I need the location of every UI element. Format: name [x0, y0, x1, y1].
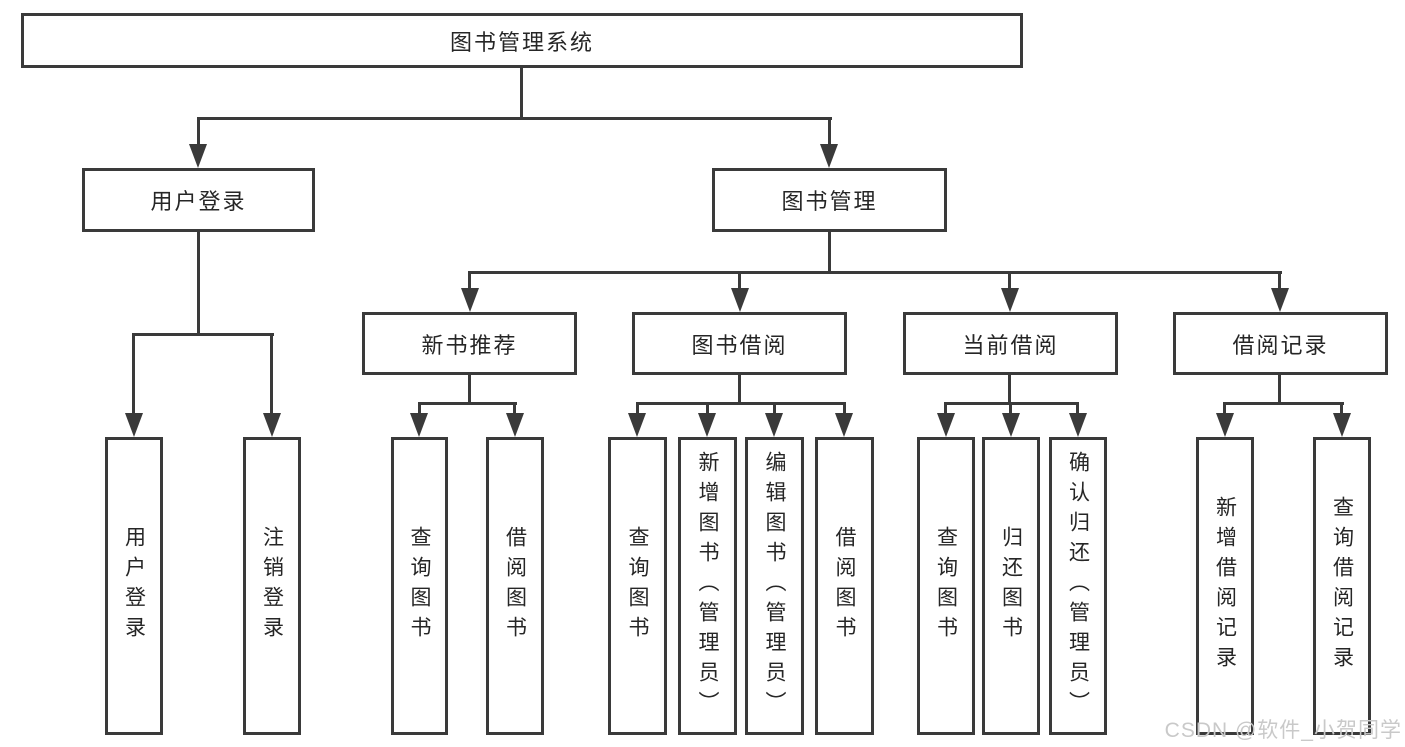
node-label: 编辑图书（管理员）: [763, 451, 786, 721]
arrow-down-icon: [835, 413, 853, 437]
connector-line: [520, 68, 523, 119]
arrow-down-icon: [698, 413, 716, 437]
connector-line: [738, 373, 741, 405]
node-label: 查询借阅记录: [1330, 496, 1354, 676]
leaf-confirm-return-admin: 确认归还（管理员）: [1049, 437, 1107, 735]
connector-line: [1008, 373, 1011, 405]
leaf-edit-book-admin: 编辑图书（管理员）: [745, 437, 804, 735]
connector-line: [636, 402, 846, 405]
connector-line: [1278, 373, 1281, 405]
node-label: 查询图书: [626, 526, 649, 646]
node-new-book-recommendation: 新书推荐: [362, 312, 577, 375]
arrow-down-icon: [1333, 413, 1351, 437]
arrow-down-icon: [461, 288, 479, 312]
leaf-user-login: 用户登录: [105, 437, 163, 735]
connector-line: [132, 333, 274, 336]
arrow-down-icon: [937, 413, 955, 437]
connector-line: [1278, 271, 1281, 290]
node-label: 查询图书: [934, 526, 958, 646]
connector-line: [468, 373, 471, 405]
connector-line: [468, 271, 1282, 274]
node-label: 新增图书（管理员）: [696, 451, 719, 721]
node-user-login: 用户登录: [82, 168, 315, 232]
connector-line: [1340, 402, 1343, 415]
leaf-query-books-recommend: 查询图书: [391, 437, 448, 735]
connector-line: [843, 402, 846, 415]
watermark: CSDN @软件_小贺同学: [1164, 719, 1402, 742]
leaf-query-books-current: 查询图书: [917, 437, 975, 735]
arrow-down-icon: [410, 413, 428, 437]
arrow-down-icon: [820, 144, 838, 168]
connector-line: [944, 402, 947, 415]
connector-line: [828, 232, 831, 274]
node-label: 用户登录: [150, 189, 247, 214]
leaf-borrow-books-recommend: 借阅图书: [486, 437, 544, 735]
connector-line: [828, 117, 831, 146]
connector-line: [1009, 402, 1012, 415]
arrow-down-icon: [125, 413, 143, 437]
leaf-query-borrow-record: 查询借阅记录: [1313, 437, 1371, 735]
node-label: 图书管理: [781, 189, 878, 214]
connector-line: [132, 333, 135, 414]
connector-line: [773, 402, 776, 415]
connector-line: [1223, 402, 1344, 405]
node-current-borrowing: 当前借阅: [903, 312, 1118, 375]
leaf-return-book: 归还图书: [982, 437, 1040, 735]
connector-line: [197, 232, 200, 336]
leaf-add-borrow-record: 新增借阅记录: [1196, 437, 1254, 735]
node-label: 借阅图书: [503, 526, 527, 646]
connector-line: [738, 271, 741, 290]
arrow-down-icon: [1271, 288, 1289, 312]
node-label: 图书借阅: [691, 332, 788, 358]
node-label: 借阅记录: [1232, 332, 1329, 358]
node-label: 新增借阅记录: [1213, 496, 1237, 676]
node-label: 图书管理系统: [449, 29, 594, 55]
node-library-system: 图书管理系统: [21, 13, 1023, 68]
connector-line: [418, 402, 421, 415]
node-label: 用户登录: [122, 526, 146, 646]
arrow-down-icon: [1001, 288, 1019, 312]
connector-line: [1076, 402, 1079, 415]
node-borrowing-records: 借阅记录: [1173, 312, 1388, 375]
arrow-down-icon: [1069, 413, 1087, 437]
connector-line: [636, 402, 639, 415]
connector-line: [270, 333, 273, 414]
node-label: 新书推荐: [421, 332, 518, 358]
leaf-query-books-borrowing: 查询图书: [608, 437, 667, 735]
leaf-logout: 注销登录: [243, 437, 301, 735]
arrow-down-icon: [628, 413, 646, 437]
leaf-add-book-admin: 新增图书（管理员）: [678, 437, 737, 735]
node-label: 归还图书: [999, 526, 1023, 646]
arrow-down-icon: [263, 413, 281, 437]
node-label: 注销登录: [260, 526, 284, 646]
arrow-down-icon: [189, 144, 207, 168]
node-label: 查询图书: [408, 526, 431, 646]
arrow-down-icon: [765, 413, 783, 437]
node-label: 借阅图书: [833, 526, 856, 646]
connector-line: [1008, 271, 1011, 290]
connector-line: [1223, 402, 1226, 415]
connector-line: [468, 271, 471, 290]
arrow-down-icon: [731, 288, 749, 312]
arrow-down-icon: [506, 413, 524, 437]
arrow-down-icon: [1216, 413, 1234, 437]
node-book-management: 图书管理: [712, 168, 947, 232]
node-label: 当前借阅: [962, 332, 1059, 358]
node-label: 确认归还（管理员）: [1066, 451, 1090, 721]
connector-line: [513, 402, 516, 415]
connector-line: [706, 402, 709, 415]
connector-line: [418, 402, 517, 405]
connector-line: [197, 117, 200, 146]
connector-line: [197, 117, 832, 120]
arrow-down-icon: [1002, 413, 1020, 437]
node-book-borrowing: 图书借阅: [632, 312, 847, 375]
leaf-borrow-books-borrowing: 借阅图书: [815, 437, 874, 735]
